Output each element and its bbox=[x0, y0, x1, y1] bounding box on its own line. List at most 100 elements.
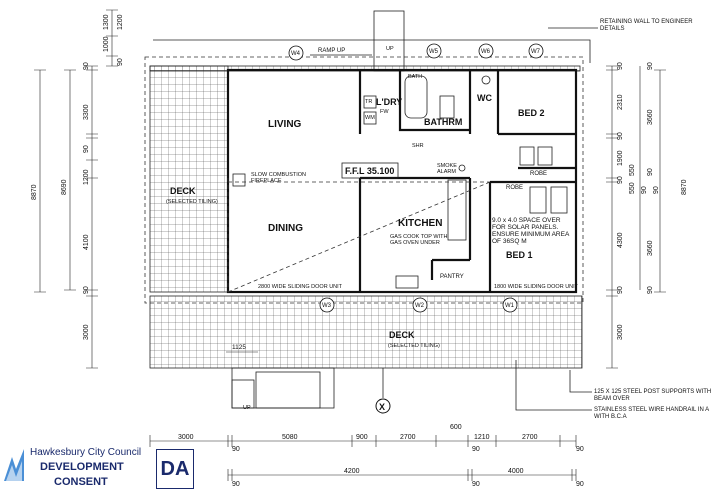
room-bathroom: BATHRM bbox=[424, 117, 462, 127]
stair-up-bottom-label: UP bbox=[243, 405, 251, 411]
svg-text:2700: 2700 bbox=[400, 434, 416, 441]
svg-text:90: 90 bbox=[653, 186, 660, 194]
svg-text:8870: 8870 bbox=[681, 179, 688, 195]
svg-text:3000: 3000 bbox=[617, 324, 624, 340]
svg-text:3000: 3000 bbox=[83, 324, 90, 340]
solar-line2: FOR SOLAR PANELS. bbox=[492, 224, 559, 231]
svg-text:4200: 4200 bbox=[344, 468, 360, 475]
handrail-leader bbox=[515, 360, 592, 411]
fireplace-line2: FIREPLACE bbox=[251, 178, 282, 184]
dims-right: 90 2310 90 1900 550 550 90 90 4300 90 30… bbox=[606, 62, 688, 369]
door-left-label: 2800 WIDE SLIDING DOOR UNIT bbox=[258, 284, 343, 290]
wm-label: WM bbox=[365, 115, 375, 121]
fw-label: FW bbox=[380, 109, 389, 115]
note-handrail-1: STAINLESS STEEL WIRE HANDRAIL IN A bbox=[594, 407, 709, 413]
svg-text:2310: 2310 bbox=[617, 94, 624, 110]
svg-text:90: 90 bbox=[647, 286, 654, 294]
svg-text:5080: 5080 bbox=[282, 434, 298, 441]
svg-text:W3: W3 bbox=[322, 303, 332, 309]
svg-text:3660: 3660 bbox=[647, 240, 654, 256]
svg-text:1200: 1200 bbox=[83, 169, 90, 185]
svg-text:90: 90 bbox=[647, 168, 654, 176]
svg-text:2700: 2700 bbox=[522, 434, 538, 441]
svg-text:90: 90 bbox=[472, 446, 480, 453]
deck-left-label: DECK bbox=[170, 186, 196, 196]
svg-text:8690: 8690 bbox=[61, 179, 68, 195]
deck-bottom bbox=[149, 295, 583, 369]
council-stamp: Hawkesbury City Council DEVELOPMENT CONS… bbox=[0, 443, 196, 495]
svg-text:W5: W5 bbox=[429, 49, 439, 55]
ffl-level: F.F.L 35.100 bbox=[345, 166, 394, 176]
svg-text:90: 90 bbox=[117, 58, 124, 66]
door-right-label: 1800 WIDE SLIDING DOOR UNIT bbox=[494, 284, 579, 290]
svg-text:90: 90 bbox=[576, 446, 584, 453]
svg-text:90: 90 bbox=[576, 481, 584, 488]
svg-text:4300: 4300 bbox=[617, 232, 624, 248]
deck-bottom-label: DECK bbox=[389, 330, 415, 340]
room-robe-lower: ROBE bbox=[506, 185, 523, 191]
deck-bottom-note: (SELECTED TILING) bbox=[388, 343, 440, 349]
room-kitchen: KITCHEN bbox=[398, 218, 442, 229]
room-living: LIVING bbox=[268, 119, 302, 130]
svg-text:4000: 4000 bbox=[508, 468, 524, 475]
svg-text:900: 900 bbox=[356, 434, 368, 441]
svg-text:600: 600 bbox=[450, 424, 462, 431]
ffl-box bbox=[341, 162, 399, 179]
svg-text:90: 90 bbox=[617, 62, 624, 70]
section-marker-label: X bbox=[379, 402, 385, 412]
dim-1125: 1125 bbox=[232, 344, 246, 351]
room-laundry: L'DRY bbox=[376, 97, 402, 107]
solar-line4: OF 36SQ M bbox=[492, 238, 527, 245]
room-bed2: BED 2 bbox=[518, 108, 545, 118]
house-walls bbox=[226, 68, 578, 294]
window-w5: W5 bbox=[426, 43, 442, 59]
svg-text:1200: 1200 bbox=[117, 14, 124, 30]
svg-text:4100: 4100 bbox=[83, 234, 90, 250]
ramp-label: RAMP UP bbox=[318, 48, 345, 54]
svg-text:W2: W2 bbox=[415, 303, 425, 309]
svg-text:90: 90 bbox=[83, 145, 90, 153]
svg-text:90: 90 bbox=[617, 286, 624, 294]
svg-text:90: 90 bbox=[232, 446, 240, 453]
dims-left: 1300 1200 1000 90 90 3300 90 1200 4100 9… bbox=[31, 9, 124, 369]
cooktop-line1: GAS COOK TOP WITH bbox=[390, 234, 447, 240]
smoke-alarm-line2: ALARM bbox=[437, 169, 456, 175]
note-handrail-2: WITH B.C.A bbox=[594, 414, 627, 420]
note-post-2: BEAM OVER bbox=[594, 396, 630, 402]
svg-text:90: 90 bbox=[641, 186, 648, 194]
stair-up-top-label: UP bbox=[386, 46, 394, 52]
council-name: Hawkesbury City Council bbox=[30, 447, 142, 458]
fixtures bbox=[227, 75, 568, 293]
room-dining: DINING bbox=[268, 223, 303, 234]
svg-text:90: 90 bbox=[617, 176, 624, 184]
svg-text:90: 90 bbox=[83, 62, 90, 70]
svg-text:550: 550 bbox=[629, 164, 636, 176]
svg-text:90: 90 bbox=[232, 481, 240, 488]
council-logo-icon bbox=[4, 449, 24, 481]
svg-text:1000: 1000 bbox=[103, 36, 110, 52]
window-w3: W3 bbox=[319, 297, 335, 313]
tr-label: TR bbox=[365, 99, 372, 105]
svg-text:W6: W6 bbox=[481, 49, 491, 55]
svg-text:90: 90 bbox=[647, 62, 654, 70]
svg-text:1300: 1300 bbox=[103, 14, 110, 30]
window-w2: W2 bbox=[412, 297, 428, 313]
svg-text:W4: W4 bbox=[291, 51, 301, 57]
svg-text:1210: 1210 bbox=[474, 434, 490, 441]
window-w6: W6 bbox=[478, 43, 494, 59]
window-w7: W7 bbox=[528, 43, 544, 59]
note-post-1: 125 X 125 STEEL POST SUPPORTS WITH bbox=[594, 389, 711, 395]
window-w4: W4 bbox=[288, 45, 304, 61]
svg-text:W7: W7 bbox=[531, 49, 541, 55]
smoke-alarm-line1: SMOKE bbox=[437, 163, 457, 169]
cooktop-line2: GAS OVEN UNDER bbox=[390, 240, 440, 246]
svg-text:8870: 8870 bbox=[31, 184, 38, 200]
dims-bottom: 3000 90 5080 900 2700 600 1210 2700 90 9… bbox=[149, 424, 584, 488]
note-retaining-2: DETAILS bbox=[600, 26, 625, 32]
deck-left bbox=[149, 65, 229, 293]
svg-text:90: 90 bbox=[617, 132, 624, 140]
post-leader bbox=[569, 370, 592, 393]
svg-text:3000: 3000 bbox=[178, 434, 194, 441]
svg-text:1900: 1900 bbox=[617, 150, 624, 166]
da-badge: DA bbox=[156, 449, 194, 489]
